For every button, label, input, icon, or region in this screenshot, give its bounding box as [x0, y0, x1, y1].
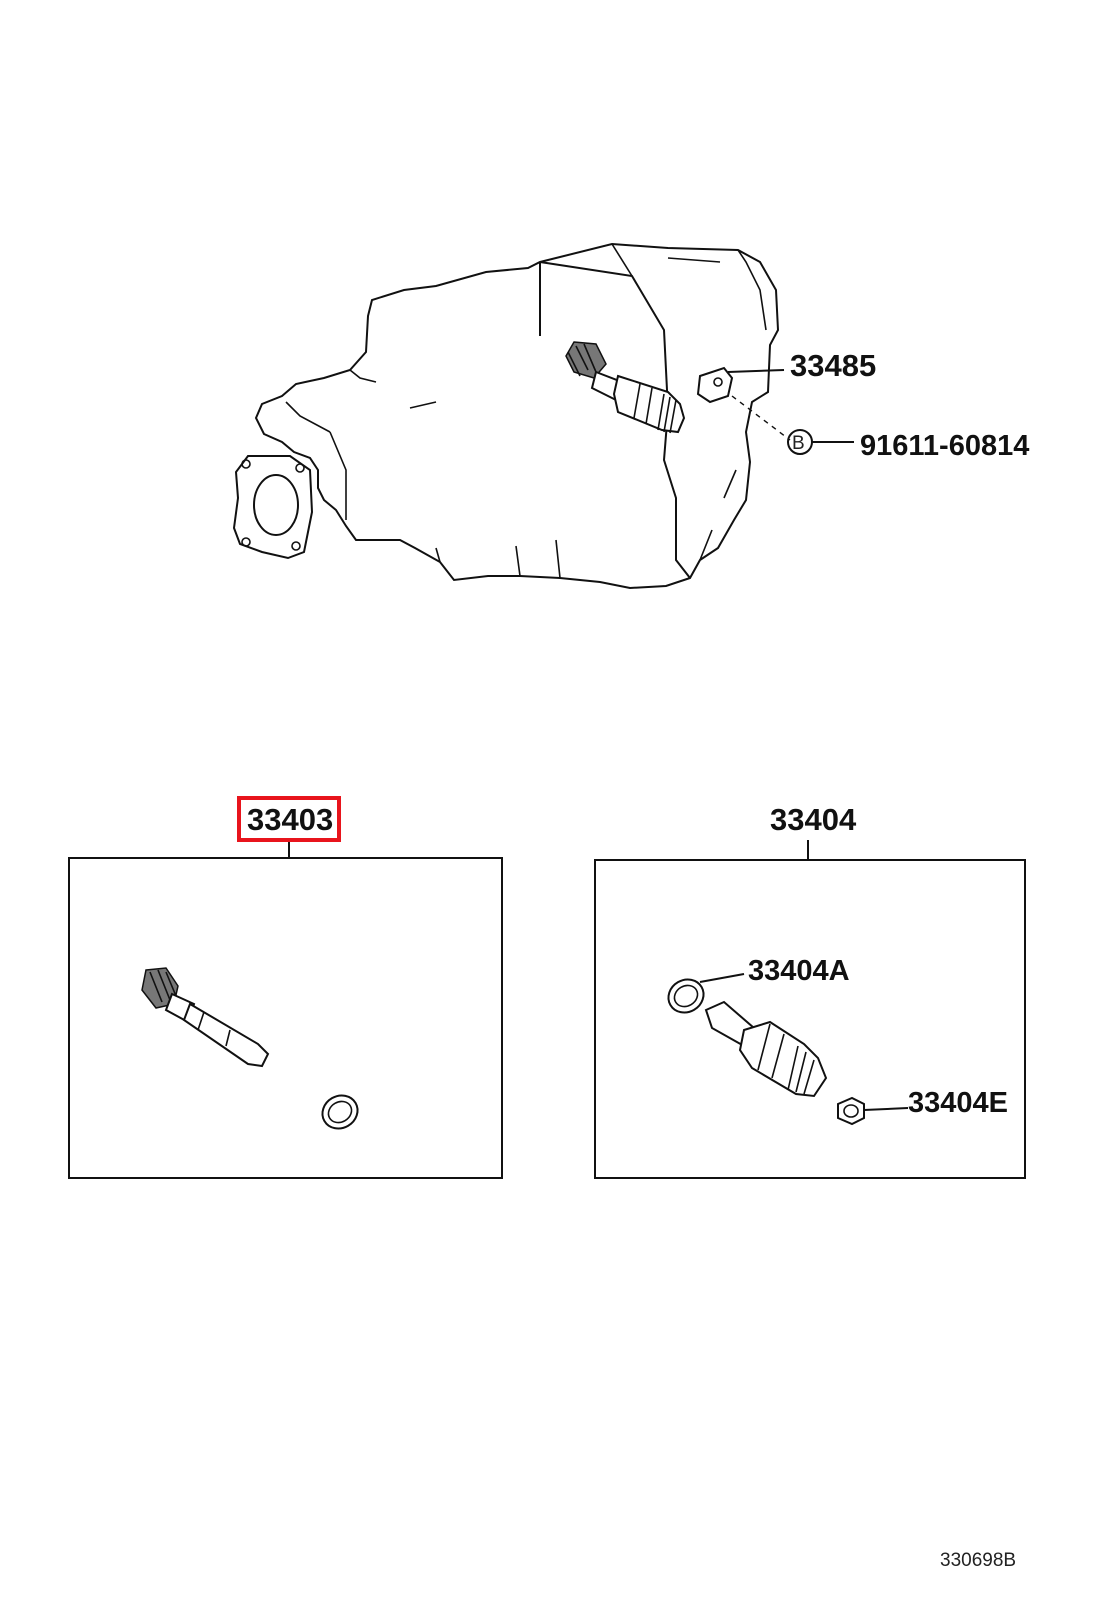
lock-plate-33485	[696, 366, 734, 404]
label-33485[interactable]: 33485	[790, 348, 876, 383]
kit-box-33403	[68, 857, 503, 1179]
label-33403[interactable]: 33403	[247, 802, 333, 837]
ring-33404a	[667, 978, 705, 1014]
installed-driven-gear	[565, 341, 686, 434]
label-91611-60814[interactable]: 91611-60814	[860, 430, 1029, 462]
label-33404e[interactable]: 33404E	[908, 1087, 1008, 1119]
transmission-housing	[232, 242, 854, 590]
plug-33404e	[837, 1096, 865, 1126]
label-33404[interactable]: 33404	[770, 802, 857, 837]
drawing-reference: 330698B	[940, 1550, 1016, 1571]
highlight-box-33403	[237, 796, 341, 842]
label-33404a[interactable]: 33404A	[748, 955, 850, 987]
kit-box-33404	[594, 859, 1026, 1179]
o-ring-left	[321, 1094, 359, 1130]
driven-gear-shaft	[141, 967, 270, 1068]
sleeve-33404	[704, 1000, 828, 1098]
bolt-marker-b: B	[792, 433, 805, 454]
